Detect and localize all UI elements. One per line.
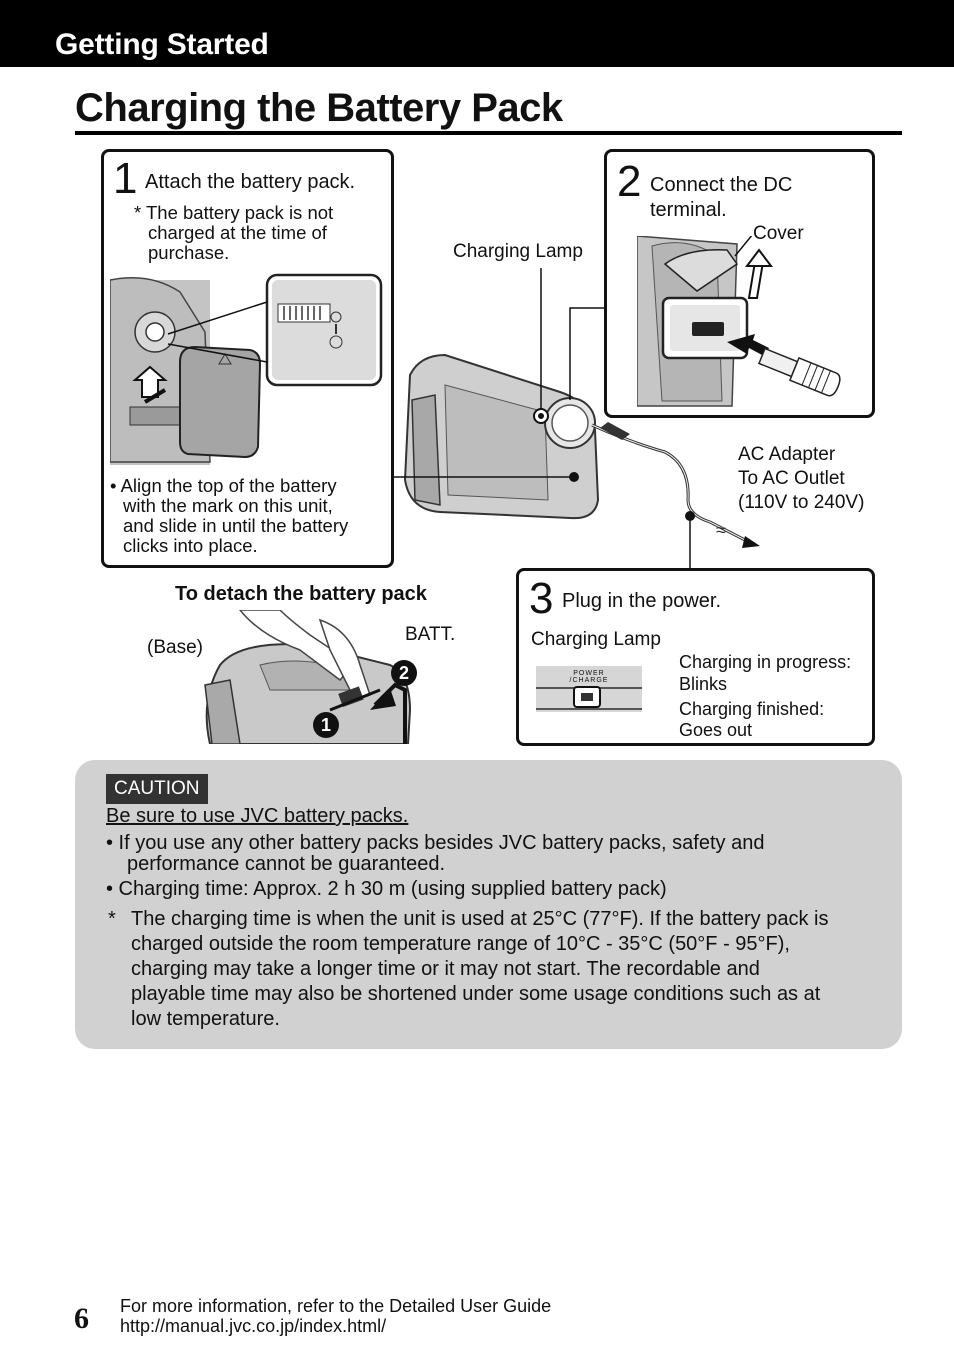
caution-bullet2: • Charging time: Approx. 2 h 30 m (using… bbox=[106, 878, 667, 900]
footer-guide-line: For more information, refer to the Detai… bbox=[120, 1296, 552, 1316]
header-bar bbox=[0, 0, 954, 67]
step1-note-line3: purchase. bbox=[148, 242, 230, 263]
caution-box bbox=[75, 760, 902, 1049]
charging-finished-state: Goes out bbox=[679, 720, 753, 740]
step2-title-line2: terminal. bbox=[650, 199, 727, 221]
caution-note-line5: low temperature. bbox=[131, 1008, 280, 1030]
indicator-label-line1: POWER bbox=[573, 670, 605, 677]
ac-adapter-label: AC Adapter bbox=[738, 444, 836, 465]
battery-detach-illustration bbox=[204, 610, 412, 744]
step1-bullet-line3: and slide in until the battery bbox=[123, 515, 349, 536]
caution-bullet1-line1: • If you use any other battery packs bes… bbox=[106, 832, 765, 854]
camcorder-body bbox=[403, 353, 600, 520]
page-number: 6 bbox=[74, 1302, 89, 1335]
detach-title: To detach the battery pack bbox=[175, 583, 427, 605]
page-title: Charging the Battery Pack bbox=[75, 86, 563, 130]
caution-badge: CAUTION bbox=[106, 774, 208, 804]
step3-panel bbox=[516, 568, 875, 746]
step3-lamp-label: Charging Lamp bbox=[531, 629, 661, 650]
dc-terminal-illustration bbox=[637, 236, 841, 407]
step1-title: Attach the battery pack. bbox=[145, 171, 356, 193]
step3-number: 3 bbox=[529, 574, 554, 623]
detach-marker-1: 1 bbox=[313, 712, 339, 738]
svg-text:≈: ≈ bbox=[716, 520, 726, 540]
caution-note-line1: The charging time is when the unit is us… bbox=[131, 908, 829, 930]
camcorder-illustration: ≈ bbox=[392, 268, 760, 570]
charging-progress-label: Charging in progress: bbox=[679, 652, 852, 672]
caution-bullet1-line2: performance cannot be guaranteed. bbox=[127, 853, 445, 875]
ac-voltage-label: (110V to 240V) bbox=[738, 492, 865, 513]
indicator-label-line2: /CHARGE bbox=[569, 677, 609, 684]
batt-label: BATT. bbox=[405, 624, 456, 645]
caution-note-line4: playable time may also be shortened unde… bbox=[131, 983, 821, 1005]
step1-bullet-line2: with the mark on this unit, bbox=[123, 495, 333, 516]
detach-marker-2: 2 bbox=[391, 660, 417, 686]
ac-outlet-label: To AC Outlet bbox=[738, 468, 845, 489]
step1-note-line1: * The battery pack is not bbox=[134, 202, 334, 223]
footer-text: For more information, refer to the Detai… bbox=[120, 1296, 551, 1336]
base-label: (Base) bbox=[147, 637, 203, 658]
step1-bullet-line4: clicks into place. bbox=[123, 535, 258, 556]
footer-url-link[interactable]: http://manual.jvc.co.jp/index.html/ bbox=[120, 1316, 387, 1336]
step1-note-line2: charged at the time of bbox=[148, 222, 327, 243]
caution-note-line2: charged outside the room temperature ran… bbox=[131, 933, 790, 955]
step3-title: Plug in the power. bbox=[562, 590, 721, 612]
title-divider bbox=[75, 131, 902, 135]
charging-progress-state: Blinks bbox=[679, 674, 728, 694]
step2-number: 2 bbox=[617, 157, 642, 206]
caution-note-line3: charging may take a longer time or it ma… bbox=[131, 958, 760, 980]
step1-bullet-line1: • Align the top of the battery bbox=[110, 475, 337, 496]
cover-label: Cover bbox=[753, 223, 804, 244]
caution-note-asterisk: * bbox=[108, 908, 116, 930]
charging-finished-label: Charging finished: bbox=[679, 699, 825, 719]
battery-attach-illustration bbox=[110, 273, 383, 465]
charge-lamp-icon bbox=[573, 686, 601, 708]
section-title: Getting Started bbox=[55, 28, 269, 61]
power-charge-indicator: POWER /CHARGE bbox=[536, 666, 642, 712]
charging-lamp-label: Charging Lamp bbox=[453, 241, 583, 262]
caution-heading: Be sure to use JVC battery packs. bbox=[106, 805, 409, 827]
step2-title-line1: Connect the DC bbox=[650, 174, 793, 196]
step1-number: 1 bbox=[113, 154, 138, 203]
indicator-bottom-line bbox=[536, 708, 642, 710]
